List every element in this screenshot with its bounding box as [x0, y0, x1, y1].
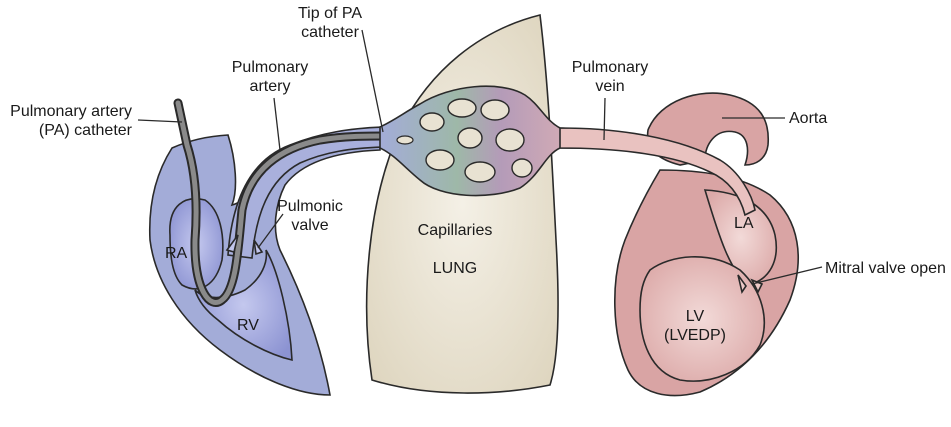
label-lv: LV (LVEDP)	[650, 307, 740, 345]
lung-shape	[365, 14, 559, 394]
label-pulmonary-artery: Pulmonary artery	[220, 58, 320, 96]
leader-pa-catheter	[137, 119, 183, 123]
label-pulmonic-valve: Pulmonic valve	[270, 197, 350, 235]
pulmonic-valve	[225, 234, 264, 256]
pulmonary-vein	[559, 127, 756, 217]
label-pulmonary-artery-line1: Pulmonary	[231, 59, 309, 76]
label-tip-line2: catheter	[301, 24, 359, 41]
mitral-valve	[737, 274, 764, 294]
label-pa-catheter-line2: (PA) catheter	[38, 122, 132, 139]
label-lung: LUNG	[432, 260, 478, 277]
leader-mitral-valve	[751, 266, 823, 285]
label-pulmonic-valve-line2: valve	[291, 217, 329, 234]
label-pulmonary-vein-line1: Pulmonary	[571, 59, 649, 76]
label-pulmonic-valve-line1: Pulmonic	[277, 198, 343, 215]
leader-pulmonary-artery	[273, 97, 281, 151]
right-ventricle-chamber	[194, 249, 293, 362]
label-pa-catheter-line1: Pulmonary artery	[10, 103, 132, 120]
leader-pulmonary-vein	[603, 97, 606, 141]
label-aorta: Aorta	[789, 110, 828, 127]
label-pulmonary-vein: Pulmonary vein	[560, 58, 660, 96]
label-tip-line1: Tip of PA	[297, 5, 363, 22]
label-capillaries: Capillaries	[417, 222, 493, 239]
label-ra: RA	[165, 245, 188, 262]
left-ventricle-chamber	[639, 256, 766, 382]
leader-tip	[361, 29, 384, 133]
label-pulmonary-artery-line2: artery	[249, 78, 291, 95]
label-lv-line2: (LVEDP)	[664, 327, 726, 344]
label-mitral-valve-open: Mitral valve open	[825, 260, 946, 277]
label-pa-catheter: Pulmonary artery (PA) catheter	[0, 102, 132, 140]
leader-pulmonic-valve	[257, 213, 284, 249]
label-la: LA	[734, 215, 754, 232]
label-lv-line1: LV	[685, 308, 705, 325]
pa-catheter-core	[175, 100, 388, 305]
label-pulmonary-vein-line2: vein	[595, 78, 625, 95]
label-tip-of-pa-catheter: Tip of PA catheter	[280, 4, 380, 42]
label-rv: RV	[237, 317, 259, 334]
